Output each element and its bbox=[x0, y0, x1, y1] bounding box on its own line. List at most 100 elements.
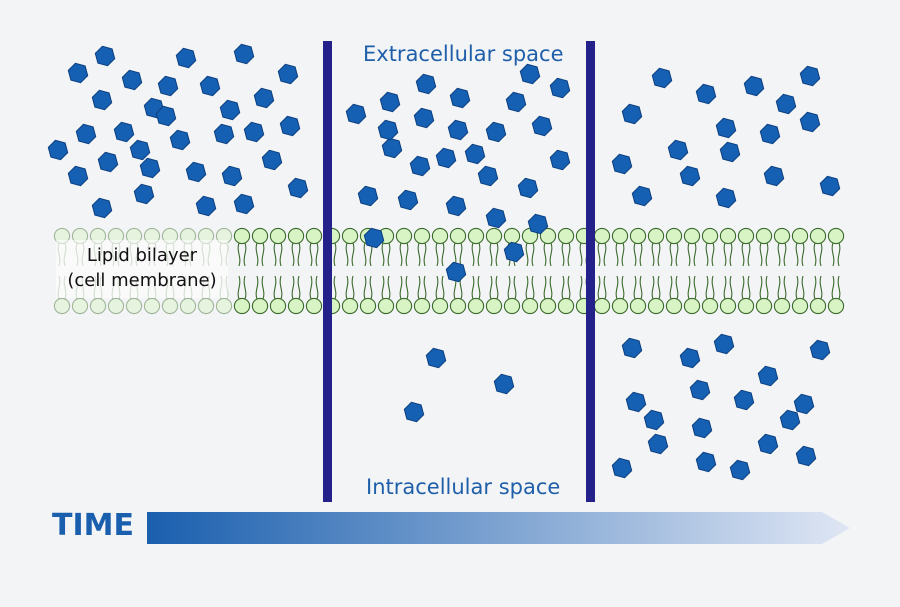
molecule-hexagon bbox=[280, 116, 299, 135]
molecule-hexagon bbox=[380, 92, 399, 111]
molecule-hexagon bbox=[478, 166, 497, 185]
molecule-hexagon bbox=[114, 122, 133, 141]
molecule-hexagon bbox=[612, 458, 631, 477]
molecule-hexagon bbox=[398, 190, 417, 209]
molecule-hexagon bbox=[532, 116, 551, 135]
molecule-hexagon bbox=[622, 104, 641, 123]
molecule-hexagon bbox=[796, 446, 815, 465]
molecule-hexagon bbox=[254, 88, 273, 107]
molecule-hexagon bbox=[158, 76, 177, 95]
phospholipid bbox=[288, 228, 303, 313]
molecule-hexagon bbox=[465, 144, 484, 163]
molecule-hexagon bbox=[176, 48, 195, 67]
time-arrow bbox=[147, 512, 850, 544]
molecule-hexagon bbox=[200, 76, 219, 95]
phospholipid bbox=[594, 228, 609, 313]
molecule-hexagon bbox=[696, 84, 715, 103]
molecule-hexagon bbox=[382, 138, 401, 157]
phospholipid bbox=[720, 228, 735, 313]
lipid-label-line1: Lipid bilayer bbox=[56, 243, 228, 268]
molecule-hexagon bbox=[720, 142, 739, 161]
molecule-hexagon bbox=[448, 120, 467, 139]
phospholipid bbox=[648, 228, 663, 313]
molecule-hexagon bbox=[130, 140, 149, 159]
molecule-hexagon bbox=[632, 186, 651, 205]
molecule-hexagon bbox=[776, 94, 795, 113]
molecule-hexagon bbox=[714, 334, 733, 353]
molecule-hexagon bbox=[414, 108, 433, 127]
molecule-hexagon bbox=[696, 452, 715, 471]
phospholipid bbox=[342, 228, 357, 313]
phospholipid bbox=[756, 228, 771, 313]
phospholipid bbox=[252, 228, 267, 313]
molecule-hexagon bbox=[680, 166, 699, 185]
molecule-hexagon bbox=[186, 162, 205, 181]
phospholipid bbox=[414, 228, 429, 313]
time-label: TIME bbox=[52, 508, 134, 543]
molecule-hexagon bbox=[744, 76, 763, 95]
phospholipid bbox=[540, 228, 555, 313]
molecule-hexagon bbox=[680, 348, 699, 367]
molecule-hexagon bbox=[92, 90, 111, 109]
molecule-hexagon bbox=[692, 418, 711, 437]
molecule-hexagon bbox=[520, 64, 539, 83]
molecule-hexagon bbox=[486, 208, 505, 227]
divider-left bbox=[323, 41, 332, 502]
molecule-hexagon bbox=[648, 434, 667, 453]
molecule-hexagon bbox=[794, 394, 813, 413]
molecule-hexagon bbox=[140, 158, 159, 177]
molecule-hexagon bbox=[734, 390, 753, 409]
molecule-hexagon bbox=[504, 242, 523, 261]
molecule-hexagon bbox=[612, 154, 631, 173]
phospholipid bbox=[432, 228, 447, 313]
molecule-hexagon bbox=[98, 152, 117, 171]
divider-right bbox=[586, 41, 595, 502]
phospholipid bbox=[486, 228, 501, 313]
molecule-hexagon bbox=[95, 46, 114, 65]
molecule-hexagon bbox=[76, 124, 95, 143]
molecule-hexagon bbox=[626, 392, 645, 411]
molecule-hexagon bbox=[760, 124, 779, 143]
molecule-hexagon bbox=[122, 70, 141, 89]
phospholipid bbox=[792, 228, 807, 313]
phospholipid bbox=[738, 228, 753, 313]
molecule-hexagon bbox=[486, 122, 505, 141]
molecule-hexagon bbox=[800, 112, 819, 131]
molecule-hexagon bbox=[730, 460, 749, 479]
molecule-hexagon bbox=[234, 194, 253, 213]
molecule-hexagon bbox=[446, 196, 465, 215]
molecule-hexagon bbox=[346, 104, 365, 123]
molecule-hexagon bbox=[690, 380, 709, 399]
molecule-hexagon bbox=[810, 340, 829, 359]
molecule-hexagon bbox=[446, 262, 465, 281]
phospholipid bbox=[630, 228, 645, 313]
phospholipid bbox=[504, 228, 519, 313]
molecule-hexagon bbox=[222, 166, 241, 185]
molecule-hexagon bbox=[800, 66, 819, 85]
molecule-hexagon bbox=[68, 166, 87, 185]
molecule-hexagon bbox=[358, 186, 377, 205]
molecule-hexagon bbox=[622, 338, 641, 357]
molecule-hexagon bbox=[214, 124, 233, 143]
phospholipid bbox=[396, 228, 411, 313]
molecule-hexagon bbox=[758, 366, 777, 385]
molecule-hexagon bbox=[820, 176, 839, 195]
phospholipid bbox=[612, 228, 627, 313]
lipid-label-line2: (cell membrane) bbox=[56, 268, 228, 293]
molecule-hexagon bbox=[278, 64, 297, 83]
phospholipid bbox=[810, 228, 825, 313]
molecule-hexagon bbox=[764, 166, 783, 185]
molecule-hexagon bbox=[780, 410, 799, 429]
molecule-hexagon bbox=[404, 402, 423, 421]
phospholipid bbox=[702, 228, 717, 313]
molecule-hexagon bbox=[716, 118, 735, 137]
molecule-hexagon bbox=[652, 68, 671, 87]
phospholipid bbox=[522, 228, 537, 313]
molecule-hexagon bbox=[68, 63, 87, 82]
extracellular-space-label: Extracellular space bbox=[363, 42, 564, 66]
molecule-hexagon bbox=[550, 78, 569, 97]
molecule-hexagon bbox=[436, 148, 455, 167]
molecule-hexagon bbox=[288, 178, 307, 197]
molecule-hexagon bbox=[506, 92, 525, 111]
